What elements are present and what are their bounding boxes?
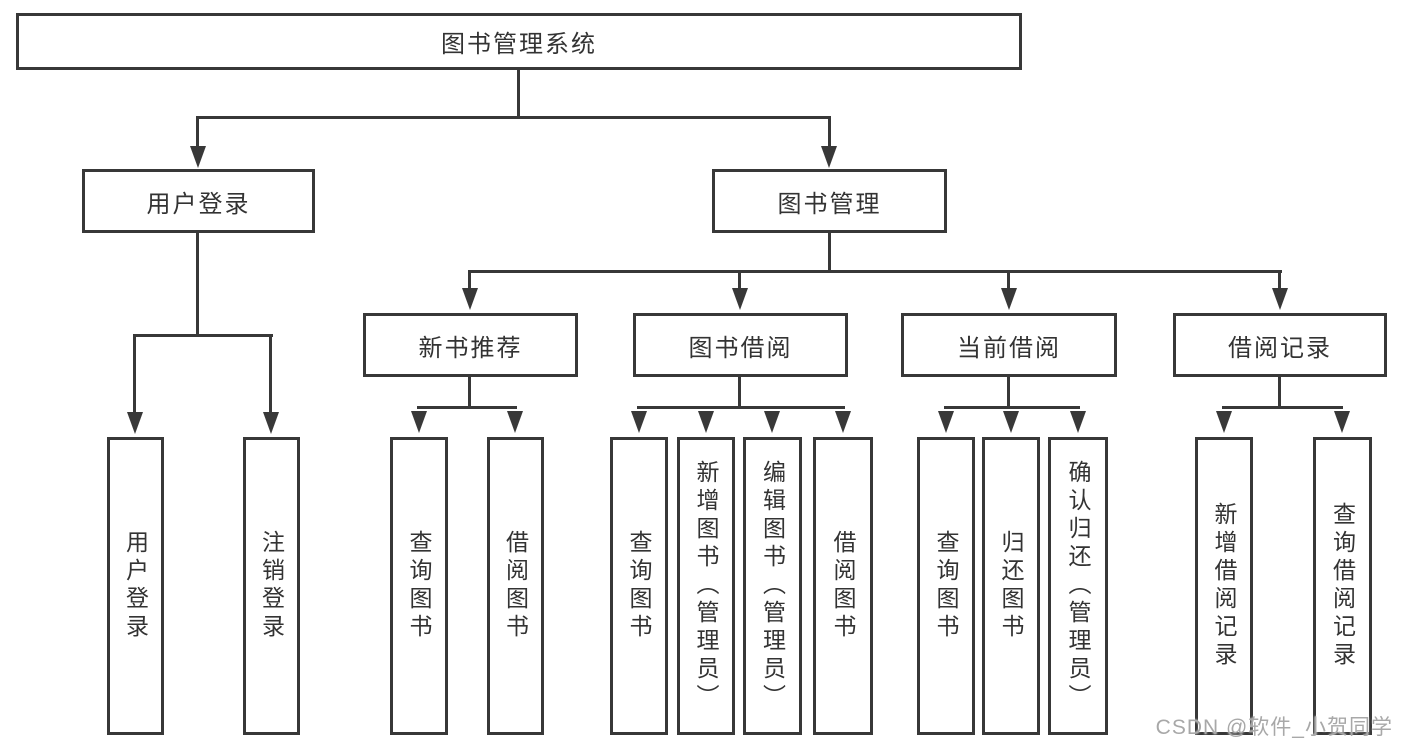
node-borrowing-records: 借阅记录 [1173, 313, 1387, 377]
connector-line [828, 233, 831, 273]
arrow-down-icon [1272, 288, 1288, 310]
node-book-borrowing: 图书借阅 [633, 313, 848, 377]
arrow-down-icon [938, 411, 954, 433]
arrow-down-icon [732, 288, 748, 310]
node-label: 借阅记录 [1228, 334, 1332, 362]
arrow-down-icon [631, 411, 647, 433]
leaf-logout: 注销登录 [243, 437, 300, 735]
node-label: 查询图书 [406, 530, 432, 642]
leaf-add-borrow-record: 新增借阅记录 [1195, 437, 1253, 735]
connector-line [133, 334, 136, 412]
node-user-login: 用户登录 [82, 169, 315, 233]
connector-line [269, 334, 272, 412]
arrow-down-icon [190, 146, 206, 168]
arrow-down-icon [462, 288, 478, 310]
connector-line [196, 116, 199, 149]
connector-line [1278, 270, 1281, 290]
connector-line [738, 270, 741, 290]
connector-line [468, 270, 1282, 273]
connector-line [1222, 406, 1343, 409]
node-label: 新增借阅记录 [1211, 502, 1237, 670]
leaf-borrow-books-recommend: 借阅图书 [487, 437, 544, 735]
arrow-down-icon [1003, 411, 1019, 433]
arrow-down-icon [1216, 411, 1232, 433]
connector-line [1007, 377, 1010, 408]
arrow-down-icon [507, 411, 523, 433]
node-label: 查询借阅记录 [1329, 502, 1356, 670]
arrow-down-icon [835, 411, 851, 433]
connector-line [1007, 270, 1010, 290]
node-label: 图书管理 [777, 190, 882, 218]
node-label: 借阅图书 [830, 530, 856, 642]
leaf-user-login: 用户登录 [107, 437, 164, 735]
node-label: 编辑图书（管理员） [759, 460, 786, 712]
arrow-down-icon [127, 412, 143, 434]
leaf-edit-books-admin: 编辑图书（管理员） [743, 437, 802, 735]
leaf-confirm-return-admin: 确认归还（管理员） [1048, 437, 1108, 735]
connector-line [828, 116, 831, 149]
node-label: 归还图书 [998, 530, 1024, 642]
csdn-watermark: CSDN @软件_小贺同学 [1155, 716, 1393, 739]
node-label: 查询图书 [933, 530, 959, 642]
node-label: 图书管理系统 [441, 31, 597, 58]
connector-line [468, 377, 471, 408]
connector-line [196, 233, 199, 336]
leaf-query-borrow-record: 查询借阅记录 [1313, 437, 1372, 735]
connector-line [196, 116, 831, 119]
arrow-down-icon [1334, 411, 1350, 433]
leaf-query-books-borrow: 查询图书 [610, 437, 668, 735]
leaf-borrow-books: 借阅图书 [813, 437, 873, 735]
connector-line [517, 70, 520, 118]
node-label: 新增图书（管理员） [693, 460, 719, 712]
arrow-down-icon [1001, 288, 1017, 310]
node-new-book-recommend: 新书推荐 [363, 313, 578, 377]
connector-line [738, 377, 741, 408]
node-label: 当前借阅 [957, 334, 1061, 362]
node-current-borrowing: 当前借阅 [901, 313, 1117, 377]
arrow-down-icon [821, 146, 837, 168]
connector-line [944, 406, 1080, 409]
node-label: 用户登录 [146, 190, 251, 218]
connector-line [133, 334, 273, 337]
connector-line [637, 406, 845, 409]
node-label: 新书推荐 [418, 334, 523, 362]
leaf-add-books-admin: 新增图书（管理员） [677, 437, 735, 735]
node-label: 确认归还（管理员） [1065, 460, 1091, 712]
node-book-management: 图书管理 [712, 169, 947, 233]
connector-line [417, 406, 517, 409]
arrow-down-icon [1070, 411, 1086, 433]
connector-line [468, 270, 471, 290]
leaf-query-books-recommend: 查询图书 [390, 437, 448, 735]
node-label: 查询图书 [626, 530, 652, 642]
leaf-return-books: 归还图书 [982, 437, 1040, 735]
node-library-system: 图书管理系统 [16, 13, 1022, 70]
arrow-down-icon [263, 412, 279, 434]
arrow-down-icon [764, 411, 780, 433]
node-label: 注销登录 [258, 530, 285, 642]
connector-line [1278, 377, 1281, 408]
node-label: 图书借阅 [688, 334, 793, 362]
node-label: 借阅图书 [502, 530, 529, 642]
leaf-query-books-current: 查询图书 [917, 437, 975, 735]
arrow-down-icon [698, 411, 714, 433]
node-label: 用户登录 [122, 530, 149, 642]
arrow-down-icon [411, 411, 427, 433]
